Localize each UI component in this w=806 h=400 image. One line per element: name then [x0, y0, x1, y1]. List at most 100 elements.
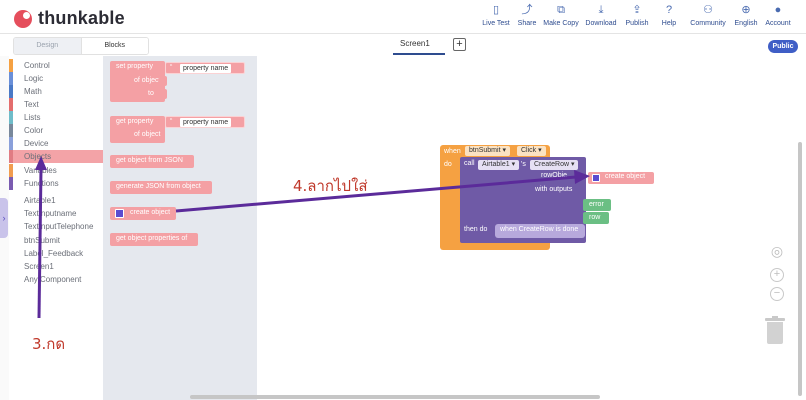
category-lists[interactable]: Lists: [9, 111, 103, 124]
do-label: do: [444, 161, 452, 168]
category-swatch: [9, 207, 13, 220]
nav-publish[interactable]: ⇪Publish: [619, 4, 655, 27]
thunkable-logo-icon: [14, 9, 32, 28]
row-output-block[interactable]: row: [583, 212, 609, 224]
zoom-in-icon[interactable]: +: [770, 268, 784, 282]
nav-community[interactable]: ⚇Community: [690, 4, 726, 27]
nav-make-copy[interactable]: ⧉ Make Copy: [543, 4, 579, 27]
get-object-properties-block[interactable]: get object properties of: [110, 233, 198, 246]
expand-panel-button[interactable]: ›: [0, 198, 8, 238]
get-property-name-value: property name: [180, 118, 232, 127]
category-btnsubmit[interactable]: btnSubmit: [9, 234, 103, 247]
copy-icon: ⧉: [557, 4, 565, 16]
recenter-icon[interactable]: ◎: [770, 243, 784, 259]
get-property-block[interactable]: get property of object: [110, 116, 165, 143]
get-property-label: get property: [116, 118, 154, 125]
category-swatch: [9, 150, 13, 163]
tab-blocks[interactable]: Blocks: [80, 38, 148, 54]
blocks-workspace[interactable]: when do btnSubmit ▾ Click ▾ call rowObje…: [257, 56, 806, 400]
when-createrow-done-block[interactable]: when CreateRow is done: [495, 224, 585, 238]
btn-dropdown[interactable]: btnSubmit ▾: [465, 146, 510, 156]
category-textinputtelephone[interactable]: TextInputTelephone: [9, 220, 103, 233]
category-label: btnSubmit: [24, 236, 61, 245]
create-object-dropped-block[interactable]: create object: [588, 172, 654, 184]
nav-share[interactable]: ⤴ Share: [509, 4, 545, 27]
when-done-label: when CreateRow is done: [500, 226, 579, 233]
create-object-block[interactable]: create object: [110, 207, 176, 220]
category-control[interactable]: Control: [9, 59, 103, 72]
gear-icon: [592, 174, 600, 182]
quote-icon: “: [170, 118, 173, 125]
category-airtable1[interactable]: Airtable1: [9, 194, 103, 207]
category-color[interactable]: Color: [9, 124, 103, 137]
help-icon: ?: [665, 4, 673, 16]
community-icon: ⚇: [703, 4, 713, 16]
step3-annotation: 3.กด: [32, 335, 66, 353]
row-object-label: rowObje: [541, 172, 568, 179]
top-bar: thunkable ▯Live Test ⤴ Share ⧉ Make Copy ⤓Dow…: [0, 0, 806, 34]
public-button[interactable]: Public: [768, 40, 798, 53]
category-label: Logic: [24, 74, 44, 83]
nav-label: Account: [765, 20, 791, 27]
nav-live-test[interactable]: ▯Live Test: [478, 4, 514, 27]
set-property-block[interactable]: set property of object to: [110, 61, 165, 102]
nav-english[interactable]: ⊕English: [728, 4, 764, 27]
nav-help[interactable]: ? Help: [651, 4, 687, 27]
add-screen-button[interactable]: +: [453, 38, 466, 51]
click-dropdown[interactable]: Click ▾: [517, 146, 546, 156]
category-swatch: [9, 247, 13, 260]
category-logic[interactable]: Logic: [9, 72, 103, 85]
generate-json-block[interactable]: generate JSON from object: [110, 181, 212, 194]
category-swatch: [9, 260, 13, 273]
get-props-label: get object properties of: [116, 235, 188, 242]
of-object-label: of object: [134, 77, 161, 84]
screen-tab-underline: [393, 53, 445, 55]
tab-design[interactable]: Design: [14, 38, 81, 54]
vertical-scrollbar[interactable]: [798, 142, 802, 396]
category-swatch: [9, 59, 13, 72]
category-math[interactable]: Math: [9, 85, 103, 98]
category-label: Airtable1: [24, 196, 56, 205]
step4-annotation: 4.ลากไปใส่: [293, 177, 368, 195]
nav-label: Publish: [625, 20, 649, 27]
nav-label: Help: [661, 20, 677, 27]
nav-account[interactable]: ●Account: [760, 4, 796, 27]
property-name-slot[interactable]: “ property name: [165, 62, 245, 74]
category-textinputname[interactable]: TextInputname: [9, 207, 103, 220]
category-text[interactable]: Text: [9, 98, 103, 111]
get-property-name-slot[interactable]: “ property name: [165, 116, 245, 128]
screen-tab[interactable]: Screen1: [400, 39, 430, 48]
trash-icon[interactable]: [765, 316, 785, 344]
nav-label: Download: [585, 20, 617, 27]
category-swatch: [9, 111, 13, 124]
category-swatch: [9, 273, 13, 286]
get-object-from-json-block[interactable]: get object from JSON: [110, 155, 194, 168]
blocks-flyout: set property of object to “ property nam…: [103, 56, 257, 400]
share-icon: ⤴: [521, 4, 533, 16]
horizontal-scrollbar[interactable]: [190, 395, 600, 399]
category-any-component[interactable]: Any Component: [9, 273, 103, 286]
category-screen1[interactable]: Screen1: [9, 260, 103, 273]
error-output-block[interactable]: error: [583, 199, 611, 211]
category-objects[interactable]: Objects: [9, 150, 103, 163]
createrow-dropdown[interactable]: CreateRow ▾: [530, 160, 579, 170]
category-label: Math: [24, 87, 42, 96]
category-device[interactable]: Device: [9, 137, 103, 150]
category-variables[interactable]: Variables: [9, 164, 103, 177]
zoom-out-icon[interactable]: −: [770, 287, 784, 301]
nav-label: Make Copy: [543, 20, 579, 27]
logo-text: thunkable: [38, 8, 125, 28]
category-functions[interactable]: Functions: [9, 177, 103, 190]
logo[interactable]: thunkable: [14, 8, 125, 29]
nav-download[interactable]: ⤓Download: [583, 4, 619, 27]
set-notch-1: [159, 76, 167, 86]
category-label: Functions: [24, 179, 59, 188]
from-json-label: get object from JSON: [116, 157, 183, 164]
category-swatch: [9, 177, 13, 190]
category-label-feedback[interactable]: Label_Feedback: [9, 247, 103, 260]
nav-label: Share: [517, 20, 537, 27]
quote-icon: “: [170, 64, 173, 71]
category-label: Screen1: [24, 262, 54, 271]
airtable-dropdown[interactable]: Airtable1 ▾: [478, 160, 520, 170]
